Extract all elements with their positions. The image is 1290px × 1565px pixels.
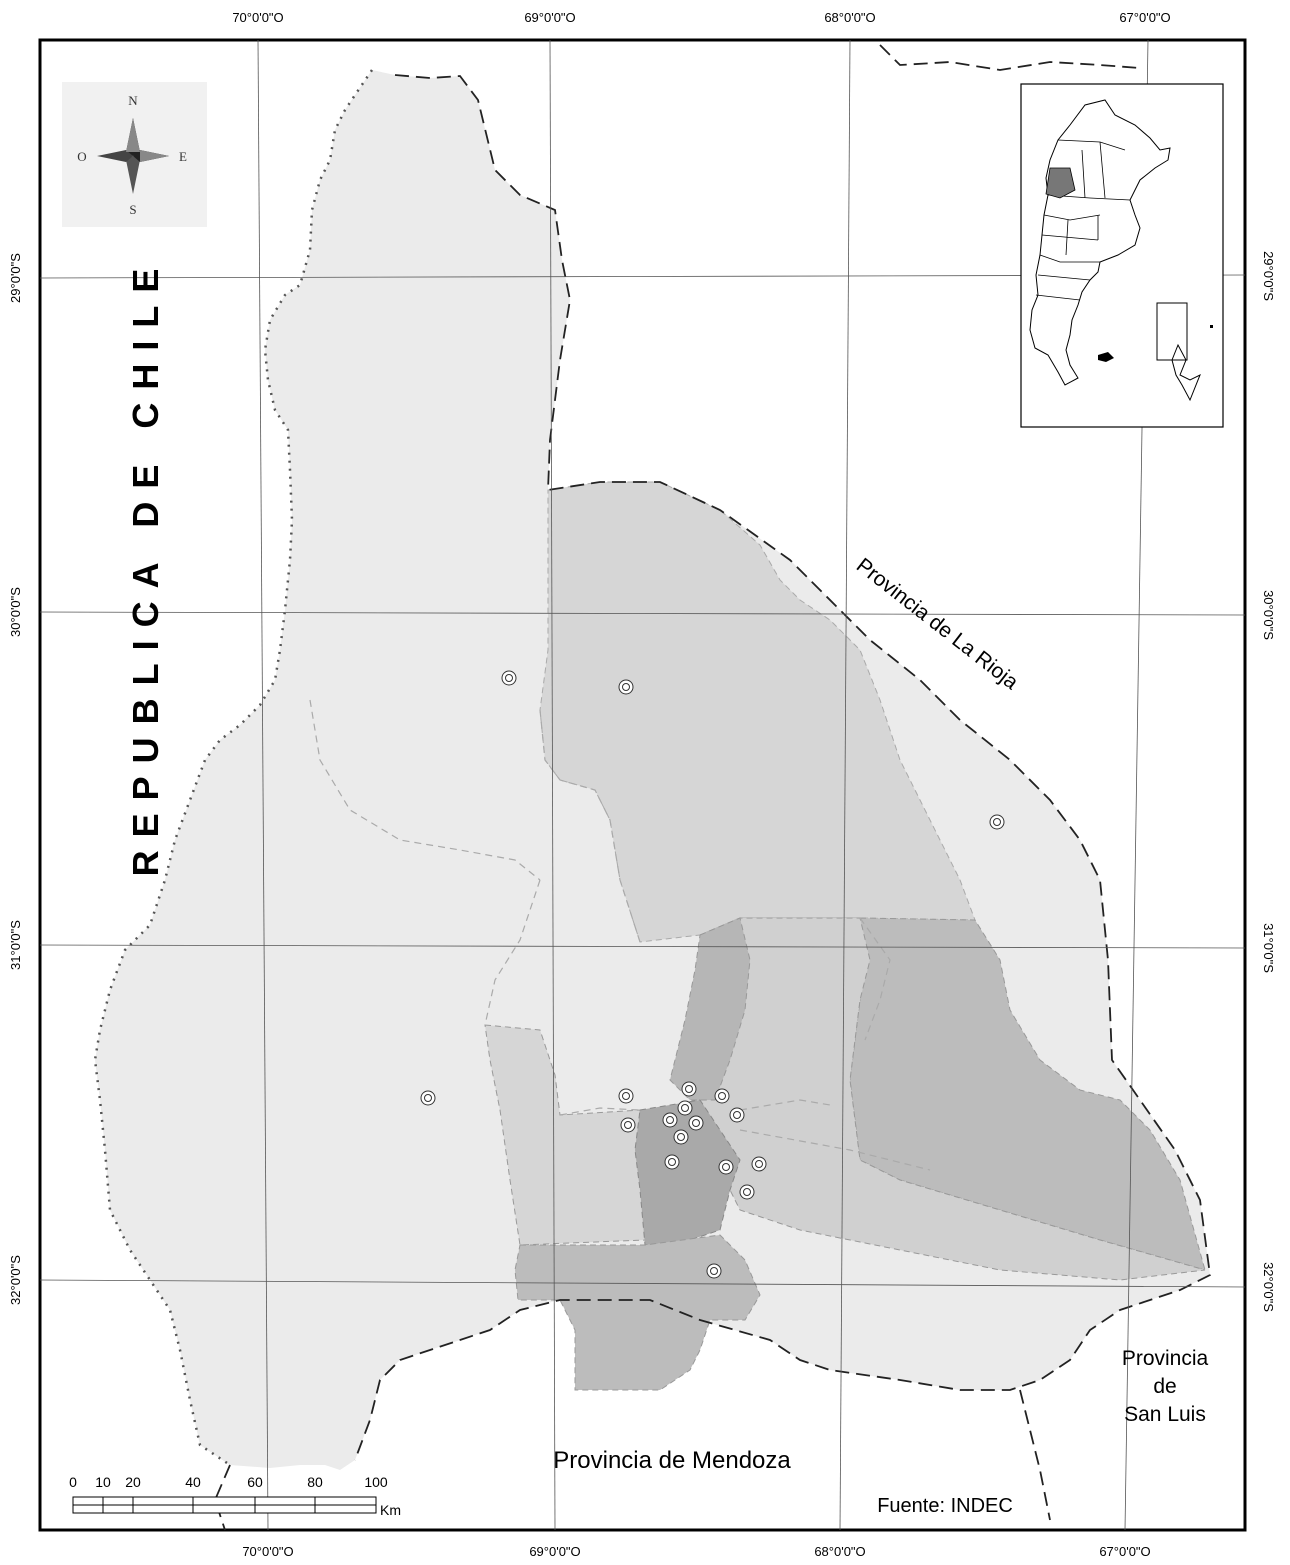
- label-lat-right-2: 30°0'0"S: [1261, 590, 1276, 640]
- circle-target-icon: [620, 1117, 636, 1133]
- circle-target-icon: [688, 1115, 704, 1131]
- label-lon-top-1: 70°0'0"O: [232, 10, 283, 25]
- label-san-luis-line2: de: [1153, 1375, 1176, 1398]
- scale-tick-80: 80: [307, 1474, 323, 1490]
- circle-target-icon: [664, 1154, 680, 1170]
- label-lat-left-3: 31°0'0"S: [8, 920, 23, 970]
- circle-target-icon: [718, 1159, 734, 1175]
- label-lon-bottom-1: 70°0'0"O: [242, 1544, 293, 1559]
- compass-rose-icon: N S E O: [62, 82, 207, 227]
- chile-border: [93, 69, 374, 1467]
- scale-unit: Km: [380, 1502, 401, 1518]
- circle-target-icon: [706, 1263, 722, 1279]
- compass-n: N: [128, 93, 138, 108]
- province-border-dashed: [354, 74, 1211, 1461]
- compass-w: O: [77, 149, 86, 164]
- localities: [420, 670, 1005, 1279]
- inset-argentina-map: [1020, 83, 1224, 428]
- scale-tick-100: 100: [364, 1474, 388, 1490]
- circle-target-icon: [989, 814, 1005, 830]
- scale-tick-40: 40: [185, 1474, 201, 1490]
- map-frame: [38, 38, 1247, 1532]
- circle-target-icon: [618, 679, 634, 695]
- label-lat-right-4: 32°0'0"S: [1261, 1262, 1276, 1312]
- label-mendoza: Provincia de Mendoza: [553, 1447, 791, 1474]
- label-source: Fuente: INDEC: [877, 1495, 1013, 1517]
- circle-target-icon: [714, 1088, 730, 1104]
- label-lon-bottom-2: 69°0'0"O: [529, 1544, 580, 1559]
- circle-target-icon: [673, 1129, 689, 1145]
- circle-target-icon: [420, 1090, 436, 1106]
- department-strip: [669, 917, 751, 1101]
- compass-s: S: [129, 202, 136, 217]
- circle-target-icon: [501, 670, 517, 686]
- label-chile: REPUBLICA DE CHILE: [125, 256, 166, 877]
- circle-target-icon: [739, 1184, 755, 1200]
- scale-bar: 0 10 20 40 60 80 100 Km: [69, 1474, 401, 1518]
- label-lon-top-2: 69°0'0"O: [524, 10, 575, 25]
- scale-tick-20: 20: [125, 1474, 141, 1490]
- external-border-top: [879, 44, 1141, 71]
- label-lon-bottom-3: 68°0'0"O: [814, 1544, 865, 1559]
- label-lon-top-4: 67°0'0"O: [1119, 10, 1170, 25]
- department-south: [514, 1234, 761, 1391]
- department-boundaries: [309, 699, 931, 1171]
- label-san-luis-line3: San Luis: [1124, 1403, 1206, 1426]
- label-lon-bottom-4: 67°0'0"O: [1099, 1544, 1150, 1559]
- label-lon-top-3: 68°0'0"O: [824, 10, 875, 25]
- external-border-bottom: [1019, 1389, 1051, 1521]
- compass-e: E: [179, 149, 187, 164]
- circle-target-icon: [662, 1112, 678, 1128]
- circle-target-icon: [681, 1081, 697, 1097]
- circle-target-icon: [618, 1088, 634, 1104]
- label-lat-right-1: 29°0'0"S: [1261, 251, 1276, 301]
- label-san-luis-line1: Provincia: [1122, 1347, 1209, 1370]
- department-east: [849, 917, 1206, 1271]
- scale-tick-60: 60: [247, 1474, 263, 1490]
- label-lat-right-3: 31°0'0"S: [1261, 923, 1276, 973]
- scale-tick-0: 0: [69, 1474, 77, 1490]
- label-lat-left-1: 29°0'0"S: [8, 253, 23, 303]
- circle-target-icon: [751, 1156, 767, 1172]
- label-lat-left-4: 32°0'0"S: [8, 1255, 23, 1305]
- circle-target-icon: [677, 1100, 693, 1116]
- department-capital: [634, 1099, 741, 1246]
- label-lat-left-2: 30°0'0"S: [8, 587, 23, 637]
- circle-target-icon: [729, 1107, 745, 1123]
- inset-san-juan-highlight: [1045, 167, 1076, 199]
- scale-tick-10: 10: [95, 1474, 111, 1490]
- external-border-left-bottom: [214, 1464, 231, 1531]
